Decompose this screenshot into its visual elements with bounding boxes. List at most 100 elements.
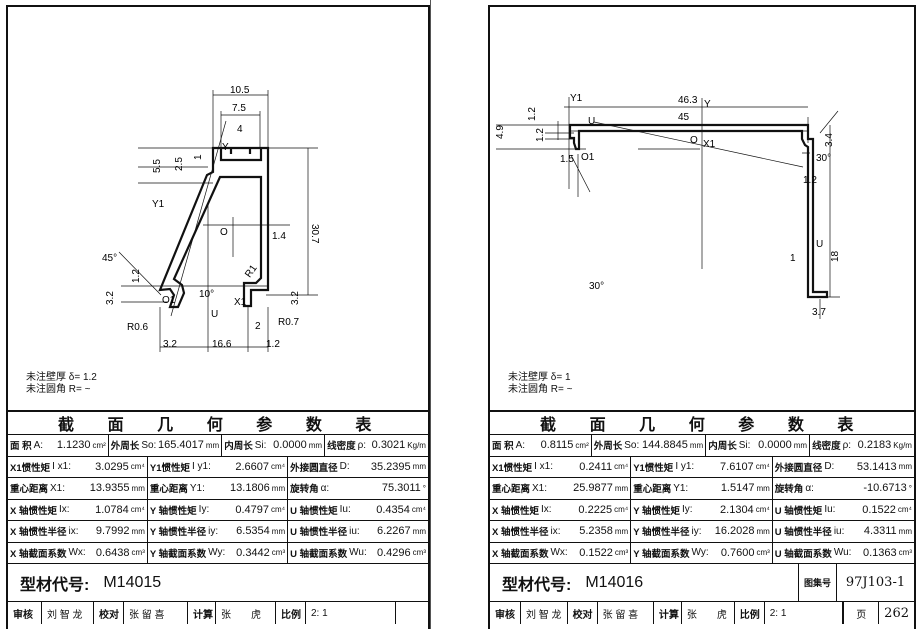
param-symbol: I x1: — [52, 461, 72, 473]
param-value: 13.1806 — [230, 482, 270, 495]
param-label: X 轴截面系数 — [10, 548, 67, 560]
param-unit: cm⁴ — [614, 505, 629, 515]
signature-value: 张 虎 — [216, 602, 276, 624]
profile-drawing-m14015: 10.5 7.5 4 5.5 2.5 1 Y1 Y O 1.4 30.7 45°… — [102, 85, 320, 352]
param-label: 面 积 — [10, 441, 32, 453]
param-unit: mm — [756, 483, 770, 493]
param-symbol: iy: — [208, 525, 219, 537]
param-unit: mm — [131, 526, 145, 536]
param-value: 6.5354 — [236, 525, 270, 538]
param-label: 外周长 — [110, 441, 140, 453]
param-unit: mm — [614, 526, 629, 536]
signature-label: 比例 — [735, 602, 765, 624]
param-symbol: ix: — [550, 525, 561, 537]
signature-label: 校对 — [94, 602, 124, 624]
param-unit: mm — [614, 483, 629, 493]
param-value: 1.0784 — [95, 503, 129, 516]
thickness-note-label: 未注壁厚 δ= — [26, 372, 81, 383]
param-label: 面 积 — [492, 441, 514, 453]
param-label: 重心距离 — [492, 484, 531, 496]
signature-label: 计算 — [188, 602, 216, 624]
signature-label: 校对 — [568, 602, 598, 624]
param-unit: mm — [756, 526, 770, 536]
param-label: Y 轴惯性矩 — [149, 505, 197, 517]
param-symbol: D: — [339, 461, 350, 473]
param-symbol: X1: — [50, 482, 66, 494]
thickness-note-value: 1.2 — [82, 372, 97, 383]
param-unit: Kg/m — [407, 440, 426, 450]
param-value: 165.4017 — [157, 439, 204, 452]
param-value: 0.0000 — [273, 439, 307, 452]
param-unit: mm — [412, 462, 426, 472]
param-unit: cm³ — [131, 548, 145, 558]
param-label: Y 轴惯性半径 — [149, 527, 207, 539]
param-value: -10.6713 — [863, 482, 907, 495]
page-label: 页 — [843, 602, 880, 624]
param-value: 0.4296 — [377, 546, 411, 559]
param-symbol: Wy: — [208, 547, 226, 559]
param-symbol: Iy: — [682, 504, 693, 516]
param-label: Y1惯性矩 — [633, 462, 674, 474]
param-label: Y 轴惯性矩 — [633, 505, 680, 517]
dim-1-wall: 1 — [790, 253, 796, 264]
param-symbol: So: — [141, 439, 157, 451]
param-symbol: Wx: — [550, 547, 568, 559]
dim-4-9: 4.9 — [495, 125, 506, 139]
param-value: 13.9355 — [89, 482, 130, 495]
param-label: 重心距离 — [149, 484, 188, 496]
param-value: 0.4354 — [376, 503, 410, 516]
param-symbol: ix: — [68, 525, 79, 537]
param-symbol: ρ: — [842, 439, 852, 451]
param-value: 0.1522 — [579, 546, 613, 559]
param-unit: cm³ — [756, 548, 770, 558]
signature-value: 刘 智 龙 — [521, 602, 568, 624]
signature-value: 张 留 喜 — [598, 602, 654, 624]
dim-46-3: 46.3 — [678, 95, 698, 106]
param-unit: ° — [908, 483, 912, 493]
thickness-note-value: 1 — [564, 372, 571, 383]
param-label: Y1惯性矩 — [149, 462, 190, 474]
axis-y1-label: Y1 — [570, 93, 583, 104]
dim-1-2-top: 1.2 — [527, 107, 538, 121]
param-unit: mm — [308, 440, 323, 450]
profile-code: M14015 — [103, 573, 162, 591]
param-symbol: Ix: — [58, 504, 70, 516]
param-unit: cm² — [575, 440, 589, 450]
axis-u-label: U — [211, 309, 218, 320]
param-label: 内周长 — [708, 441, 737, 453]
axis-y-label: Y — [704, 99, 711, 110]
angle-30-right: 30° — [816, 153, 831, 164]
radius-note-value: ~ — [84, 384, 91, 395]
param-unit: cm³ — [412, 548, 426, 558]
param-unit: cm⁴ — [130, 462, 145, 472]
angle-30-left: 30° — [589, 281, 604, 292]
signature-value: 2: 1 — [306, 602, 396, 624]
param-value: 0.2225 — [578, 503, 613, 516]
dim-45: 45 — [678, 112, 690, 123]
param-value: 0.2411 — [579, 460, 613, 473]
param-label: Y 轴惯性半径 — [633, 527, 690, 539]
param-unit: mm — [898, 462, 912, 472]
param-label: U 轴截面系数 — [290, 548, 348, 560]
param-unit: mm — [793, 440, 808, 450]
dim-2: 2 — [255, 321, 261, 332]
